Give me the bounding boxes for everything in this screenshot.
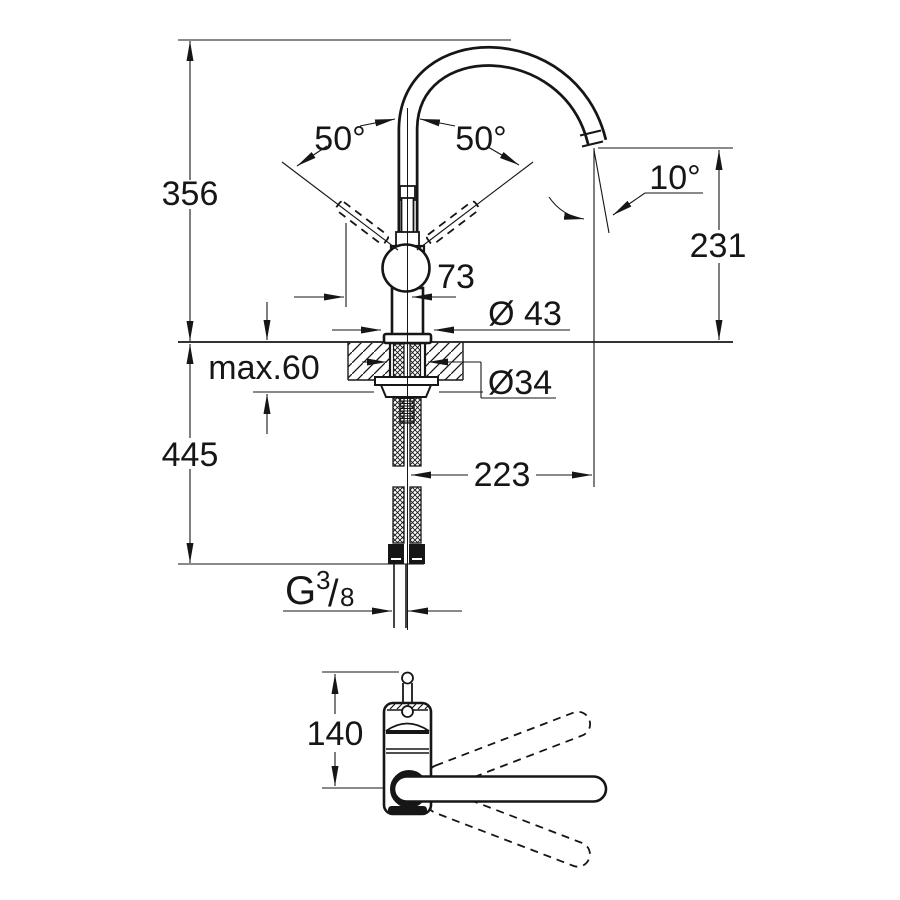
spout-tube <box>397 46 608 258</box>
dim-max60-label: max.60 <box>208 349 320 387</box>
body-dome-arc <box>385 722 430 732</box>
supply-hoses <box>388 397 425 628</box>
dim-223-label: 223 <box>474 456 531 494</box>
aerator-band-2 <box>581 140 604 148</box>
body-bottom-rim <box>388 806 427 815</box>
dim-140-label: 140 <box>307 715 364 753</box>
dim-231-label: 231 <box>690 227 747 265</box>
thread-slash: / <box>328 573 339 615</box>
lever-knob-top <box>401 671 414 704</box>
hose-connector-left <box>388 544 404 564</box>
top-view: 140 <box>307 671 608 868</box>
dim-140-lines <box>322 671 399 789</box>
lever-tilted-left <box>335 200 390 246</box>
spray-line <box>593 149 610 234</box>
thread-numerator: 3 <box>316 565 330 595</box>
dimension-lines <box>178 39 733 615</box>
main-view: 356 445 max.60 73 Ø 43 Ø34 223 231 50° 5… <box>162 39 747 630</box>
aerator-band-1 <box>579 129 602 137</box>
dim-d34-label: Ø34 <box>488 364 552 402</box>
angle-10-label: 10° <box>649 159 700 197</box>
spout-top-view <box>392 775 608 803</box>
dim-d43-label: Ø 43 <box>488 295 562 333</box>
spray-angle-arc <box>548 196 585 220</box>
angle-50-left-label: 50° <box>314 120 365 158</box>
dim-73-label: 73 <box>437 258 475 296</box>
hose-connector-right <box>409 544 425 564</box>
lever-tilt-line-right <box>416 161 534 251</box>
thread-letter: G <box>285 569 316 613</box>
dim-445-label: 445 <box>162 436 219 474</box>
lever-tilt-line-left <box>281 161 399 251</box>
dim-356-label: 356 <box>162 175 219 213</box>
lever-tilted-right <box>425 200 480 246</box>
counter-slab <box>347 342 464 381</box>
ball-joint <box>381 243 431 293</box>
thread-size-label: G 3 / 8 <box>285 565 354 615</box>
mounting-nut <box>374 376 439 398</box>
angle-50-right-label: 50° <box>455 120 506 158</box>
thread-denominator: 8 <box>340 582 354 612</box>
